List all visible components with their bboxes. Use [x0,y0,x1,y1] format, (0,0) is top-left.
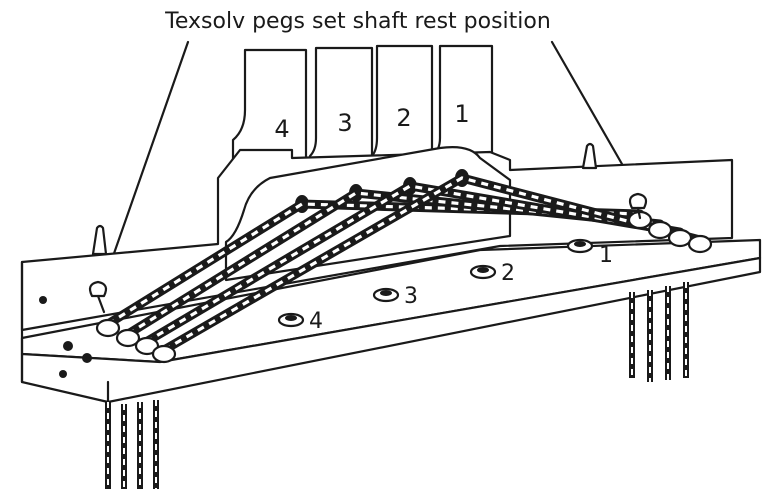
hole [59,370,67,378]
hole [63,341,73,351]
hole [82,353,92,363]
pin-left-icon [91,224,108,256]
peg-1: 1 [566,238,613,268]
peg-2: 2 [469,261,515,286]
peg-label: 2 [501,261,515,286]
peg-4: 4 [277,309,323,334]
shaft-label: 2 [396,104,411,132]
pin-right-icon [581,142,598,170]
cord-loops-left [95,318,177,364]
peg-3: 3 [372,284,418,309]
texsolv-peg-left-icon [88,280,108,314]
shaft-label: 4 [274,115,289,143]
cord-loops-right [627,210,713,254]
hanging-cords-right [629,282,689,382]
shaft-label: 3 [337,109,352,137]
shaft-label: 1 [454,100,469,128]
hole [39,296,47,304]
texsolv-peg-right-icon [628,192,648,220]
peg-label: 1 [599,243,613,268]
caption: Texsolv pegs set shaft rest position [164,9,551,34]
hanging-cords-left [105,400,159,489]
arrow-left-icon [103,40,190,282]
texsolv-cord-icon [103,173,705,355]
peg-label: 4 [309,309,323,334]
peg-label: 3 [404,284,418,309]
